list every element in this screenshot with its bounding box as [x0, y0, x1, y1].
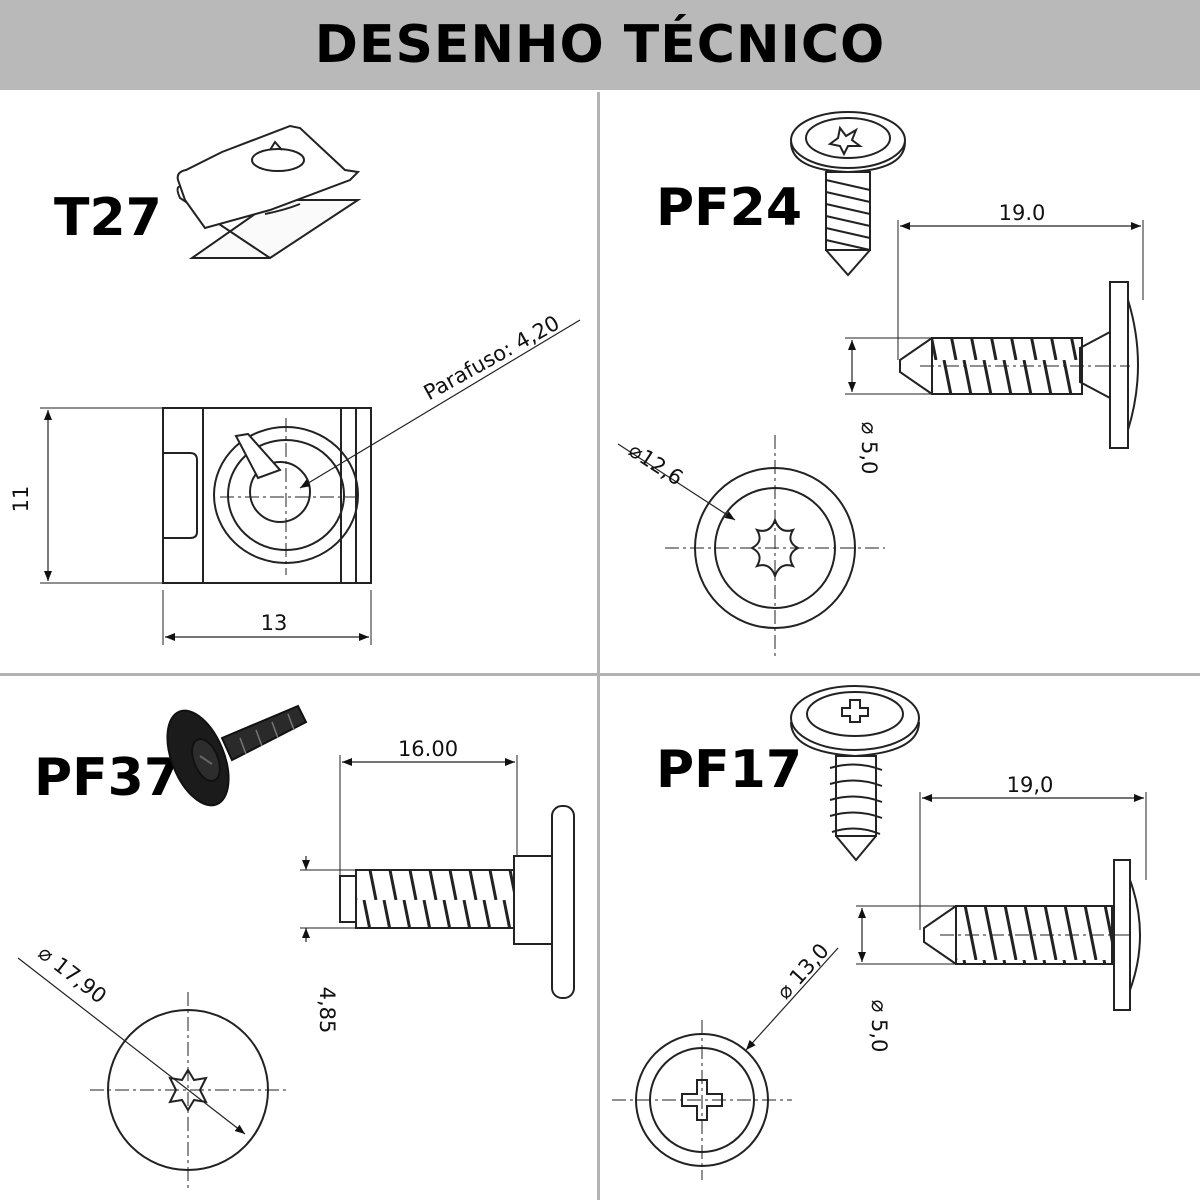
pf37-top-view — [17, 957, 288, 1190]
part-label-pf17: PF17 — [656, 740, 802, 800]
part-label-pf24: PF24 — [656, 178, 802, 238]
pf37-side-view — [300, 755, 575, 999]
pf17-head-dim: ⌀ 13,0 — [772, 939, 834, 1004]
pf17-screw-3d — [790, 685, 920, 862]
pf37-head-dim: ⌀ 17,90 — [34, 941, 111, 1009]
pf37-length-dim: 16.00 — [398, 737, 458, 761]
page-title: DESENHO TÉCNICO — [314, 15, 886, 75]
horizontal-divider — [0, 673, 1200, 676]
part-label-t27: T27 — [54, 188, 162, 248]
t27-width-dim: 13 — [261, 611, 288, 635]
pf24-screw-3d — [790, 111, 906, 277]
pf24-head-dim: ⌀12,6 — [624, 438, 687, 490]
pf37-bolt-3d — [166, 704, 308, 807]
pf24-side-view — [845, 220, 1144, 449]
pf24-thread-dim: ⌀ 5,0 — [857, 422, 881, 475]
t27-clip-3d — [176, 124, 362, 259]
t27-screw-dim: Parafuso: 4,20 — [420, 311, 564, 405]
header-bar: DESENHO TÉCNICO — [0, 0, 1200, 90]
pf17-side-view — [856, 792, 1147, 1011]
t27-front-view — [40, 319, 581, 645]
pf17-top-view — [612, 947, 839, 1180]
part-label-pf37: PF37 — [34, 748, 180, 808]
pf24-length-dim: 19.0 — [999, 201, 1046, 225]
t27-height-dim: 11 — [9, 486, 33, 513]
vertical-divider — [597, 92, 600, 1200]
pf37-thread-dim: 4,85 — [315, 987, 339, 1034]
pf17-thread-dim: ⌀ 5,0 — [867, 1000, 891, 1053]
pf24-top-view — [617, 435, 885, 660]
pf17-length-dim: 19,0 — [1007, 773, 1054, 797]
